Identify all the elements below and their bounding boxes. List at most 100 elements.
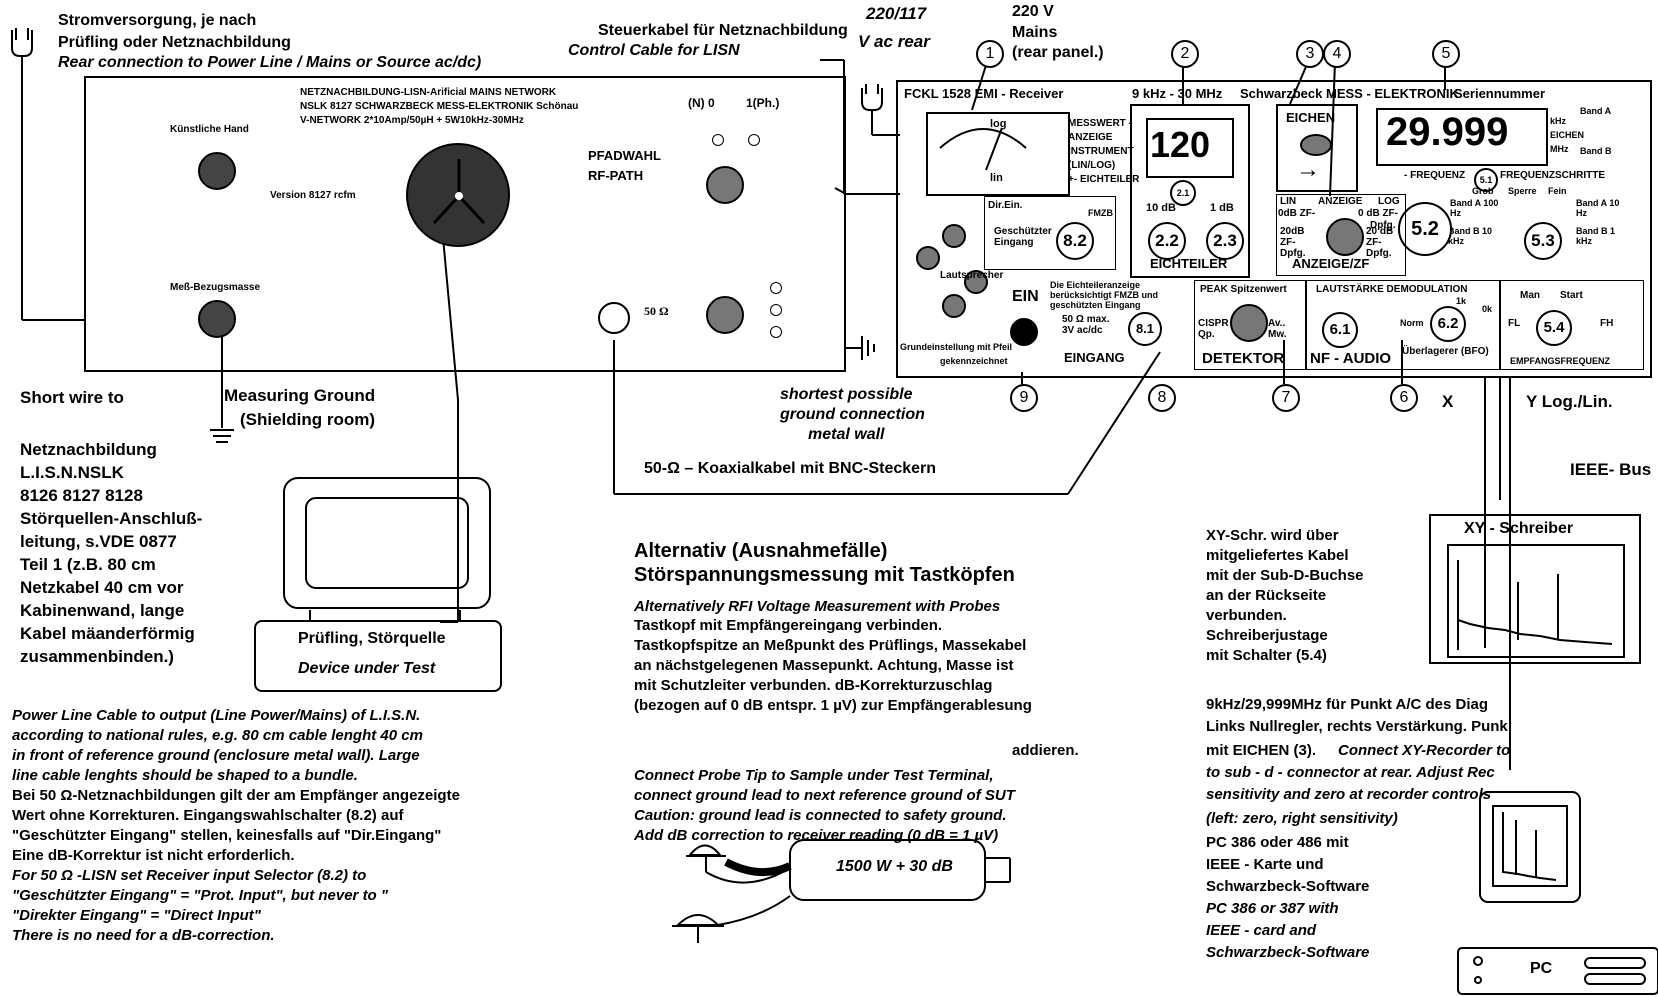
power-switch[interactable] <box>1010 318 1038 346</box>
dut-label-en: Device under Test <box>298 660 436 677</box>
meas-ground-text-1: Measuring Ground <box>224 386 376 405</box>
alt-de-block: Tastkopf mit Empfängereingang verbinden.… <box>634 616 1032 716</box>
mains-label-1: 220 V <box>1012 3 1054 20</box>
ohm50-en-line: There is no need for a dB-correction. <box>12 927 275 944</box>
ohm50-knob[interactable] <box>706 296 744 334</box>
ac-rear-label-2: V ac rear <box>858 32 930 51</box>
receiver-range: 9 kHz - 30 MHz <box>1132 86 1223 101</box>
geschuetzt-label: Geschützter Eingang <box>994 226 1052 248</box>
xy-de-line: mit Schalter (5.4) <box>1206 647 1327 664</box>
lisn-info-line: Kabinenwand, lange <box>20 601 185 620</box>
xy-en-2: to sub - d - connector at rear. Adjust R… <box>1206 764 1495 781</box>
knob-5-1[interactable]: 5.1 <box>1474 168 1498 192</box>
short-wire-label: Short wire to <box>20 388 124 407</box>
x-label: X <box>1442 392 1454 411</box>
ac-rear-label-1: 220/117 <box>866 4 927 23</box>
av-label: Av.. Mw. <box>1268 318 1287 340</box>
xy-title: XY - Schreiber <box>1464 520 1574 537</box>
alt-en-line: Caution: ground lead is connected to saf… <box>634 807 1007 824</box>
callout-9: 9 <box>1010 384 1038 412</box>
freq-sperre: Sperre <box>1508 186 1537 196</box>
empf-group <box>1500 280 1644 370</box>
lautsprecher-label: Lautsprecher <box>940 270 1004 281</box>
xy-mit-eichen: mit EICHEN (3). <box>1206 742 1317 759</box>
alt-en-line: Connect Probe Tip to Sample under Test T… <box>634 767 994 784</box>
meter-label-1: MESSWERT - <box>1068 118 1132 129</box>
socket-prongs <box>432 159 486 225</box>
anzeige-knob[interactable] <box>1326 218 1364 256</box>
xy-en-1: Connect XY-Recorder to <box>1338 742 1511 759</box>
meas-ground-label: Meß-Bezugsmasse <box>170 282 261 293</box>
attenuator-value: 120 <box>1150 124 1211 165</box>
peak-label: PEAK Spitzenwert <box>1200 284 1287 295</box>
knob-6-1[interactable]: 6.1 <box>1322 312 1358 348</box>
shortest-1: shortest possible <box>780 386 913 403</box>
power-supply-label-en: Rear connection to Power Line / Mains or… <box>58 54 482 71</box>
artificial-hand-socket[interactable] <box>198 152 236 190</box>
alt-en-line: Add dB correction to receiver reading (0… <box>634 827 999 844</box>
atten-knob-10db[interactable]: 2.2 <box>1148 222 1186 260</box>
speaker-knob-3 <box>964 270 988 294</box>
pc-de-line: PC 386 oder 486 mit <box>1206 834 1349 851</box>
lautstaerke-label: LAUTSTÄRKE DEMODULATION <box>1316 284 1468 295</box>
meter-label-2: ANZEIGE <box>1068 132 1113 143</box>
power-line-line: according to national rules, e.g. 80 cm … <box>12 727 423 744</box>
anzeige-lin: LIN <box>1280 196 1297 207</box>
lisn-info-line: 8126 8127 8128 <box>20 486 143 505</box>
freq-fein: Fein <box>1548 186 1567 196</box>
knob-8-1[interactable]: 8.1 <box>1128 312 1162 346</box>
power-supply-label-1: Stromversorgung, je nach <box>58 12 257 29</box>
xy-de-line: mit der Sub-D-Buchse <box>1206 567 1364 584</box>
alt-de-line: Tastkopf mit Empfängereingang verbinden. <box>634 617 943 634</box>
ohm50-en-line: "Geschützter Eingang" = "Prot. Input", b… <box>12 887 389 904</box>
eingang-label: EINGANG <box>1064 350 1125 365</box>
input-subpanel <box>984 196 1116 270</box>
pc-de-line: Schwarzbeck-Software <box>1206 878 1370 895</box>
bnc-socket[interactable] <box>598 302 630 334</box>
cispr-label: CISPR Qp. <box>1198 318 1229 340</box>
lamp-3 <box>770 326 782 338</box>
freq-khz: kHz <box>1550 116 1567 126</box>
grund-label-1: Grundeinstellung mit Pfeil <box>900 342 1013 352</box>
knob-8-2[interactable]: 8.2 <box>1056 222 1094 260</box>
power-line-line: Power Line Cable to output (Line Power/M… <box>12 707 421 724</box>
nf-group <box>1306 280 1500 370</box>
alt-de-line: (bezogen auf 0 dB entspr. 1 µV) zur Empf… <box>634 697 1032 714</box>
alt-en-title: Alternatively RFI Voltage Measurement wi… <box>634 598 1001 615</box>
lisn-info-block: Netznachbildung L.I.S.N.NSLK 8126 8127 8… <box>20 438 202 668</box>
anzeige-group <box>1276 194 1406 276</box>
rf-path-knob[interactable] <box>706 166 744 204</box>
ph1-label: 1(Ph.) <box>746 96 780 110</box>
knob-5-3[interactable]: 5.3 <box>1524 222 1562 260</box>
eichen-button[interactable] <box>1300 134 1332 156</box>
knob-5-2[interactable]: 5.2 <box>1398 202 1452 256</box>
lisn-panel <box>84 76 846 372</box>
meter-log: log <box>990 118 1007 130</box>
atten-10db: 10 dB <box>1146 202 1176 214</box>
xy-de-line: XY-Schr. wird über <box>1206 527 1339 544</box>
control-cable-label-en: Control Cable for LISN <box>568 42 740 59</box>
pc-en-line: IEEE - card and <box>1206 922 1317 939</box>
anzeige-zf20: 20dB ZF-Dpfg. <box>1280 226 1306 259</box>
anzeige-zf20b: 20 dB ZF-Dpfg. <box>1366 226 1394 259</box>
bfo-label: Überlagerer (BFO) <box>1402 346 1489 357</box>
path-label-en: RF-PATH <box>588 168 644 183</box>
ohm50-de-line: "Geschützter Eingang" stellen, keinesfal… <box>12 827 442 844</box>
control-cable-label-de: Steuerkabel für Netznachbildung <box>598 22 848 39</box>
callout-1: 1 <box>976 40 1004 68</box>
meas-ground-text-2: (Shielding room) <box>240 410 376 429</box>
knob-6-2[interactable]: 6.2 <box>1430 306 1466 342</box>
xy-de-line: verbunden. <box>1206 607 1287 624</box>
callout-2: 2 <box>1171 40 1199 68</box>
meas-ground-socket[interactable] <box>198 300 236 338</box>
nf-1k: 1k <box>1456 296 1467 306</box>
alt-title-2: Störspannungsmessung mit Tastköpfen <box>634 564 1015 586</box>
detektor-knob[interactable] <box>1230 304 1268 342</box>
atten-knob-1db[interactable]: 2.3 <box>1206 222 1244 260</box>
anzeige-zf2: 0 dB ZF- <box>1358 208 1398 219</box>
power-line-line: line cable lenghts should be shaped to a… <box>12 767 358 784</box>
meter-box <box>926 112 1070 196</box>
callout-7: 7 <box>1272 384 1300 412</box>
knob-5-4[interactable]: 5.4 <box>1536 310 1572 346</box>
lisn-info-line: L.I.S.N.NSLK <box>20 463 124 482</box>
